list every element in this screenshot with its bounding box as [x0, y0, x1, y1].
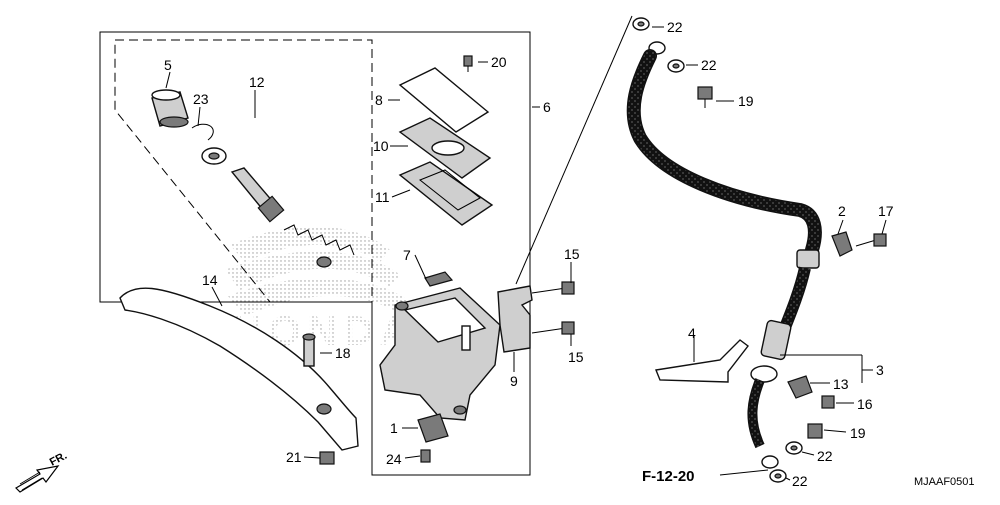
bolt-15-lower [531, 321, 575, 335]
washer [201, 147, 227, 165]
brake-switch-1 [417, 413, 449, 443]
sealing-washer-22-c [785, 441, 803, 455]
assembly-box-6 [99, 31, 531, 476]
piston-kit-box-12 [114, 39, 373, 303]
callout-3: 3 [876, 362, 884, 378]
callout-18: 18 [335, 345, 351, 361]
callout-10: 10 [373, 138, 389, 154]
callout-7: 7 [403, 247, 411, 263]
callout-8: 8 [375, 92, 383, 108]
figure-reference: F-12-20 [642, 468, 695, 485]
pivot-bolt-18 [302, 333, 316, 367]
callout-11: 11 [375, 189, 390, 205]
callout-4: 4 [688, 325, 696, 341]
banjo-bolt-19-upper [697, 86, 713, 108]
callout-20: 20 [491, 54, 507, 70]
piston-boot-5 [151, 89, 189, 128]
piston-spring [283, 224, 355, 268]
master-cylinder-holder-9 [497, 285, 533, 353]
nut-21 [319, 451, 335, 465]
callout-22-b: 22 [701, 57, 717, 73]
brake-hose [626, 41, 822, 469]
hose-bracket-4 [655, 339, 749, 383]
master-cylinder-body [379, 287, 501, 421]
callout-1: 1 [390, 420, 398, 436]
callout-15-lower: 15 [568, 349, 584, 365]
diaphragm-11 [398, 161, 494, 226]
piston [230, 167, 285, 223]
reservoir-cap-8 [398, 67, 490, 133]
callout-13: 13 [833, 376, 849, 392]
callout-23: 23 [193, 91, 209, 107]
callout-19-upper: 19 [738, 93, 754, 109]
bolt-16 [821, 395, 835, 409]
hose-clamp-2 [831, 231, 853, 257]
callout-5: 5 [164, 57, 172, 73]
front-direction-arrow-icon [15, 465, 60, 493]
banjo-bolt-19-lower [807, 423, 823, 439]
bolt-15-upper [531, 281, 575, 295]
switch-7 [424, 271, 454, 287]
callout-22-c: 22 [817, 448, 833, 464]
screw-20 [463, 55, 473, 72]
hose-assembly-leader [515, 15, 633, 285]
front-direction-label: FR. [48, 450, 69, 469]
sealing-washer-22-a [632, 17, 650, 31]
callout-14: 14 [202, 272, 218, 288]
sealing-washer-22-d [769, 469, 787, 483]
bolt-17 [855, 233, 887, 247]
callout-12: 12 [249, 74, 265, 90]
brake-lever-14 [119, 287, 359, 451]
callout-24: 24 [386, 451, 402, 467]
callout-2: 2 [838, 203, 846, 219]
leader-lines [165, 26, 887, 481]
callout-9: 9 [510, 373, 518, 389]
callout-17: 17 [878, 203, 894, 219]
callout-22-d: 22 [792, 473, 808, 489]
callout-19-lower: 19 [850, 425, 866, 441]
diaphragm-plate-10 [398, 117, 492, 179]
sealing-washer-22-b [667, 59, 685, 73]
callout-6: 6 [543, 99, 551, 115]
hose-joint-13 [787, 375, 813, 399]
callout-22-a: 22 [667, 19, 683, 35]
callout-21: 21 [286, 449, 302, 465]
circlip-23 [191, 123, 214, 141]
callout-15-upper: 15 [564, 246, 580, 262]
screw-24 [420, 449, 431, 463]
diagram-code: MJAAF0501 [914, 476, 975, 488]
callout-16: 16 [857, 396, 873, 412]
